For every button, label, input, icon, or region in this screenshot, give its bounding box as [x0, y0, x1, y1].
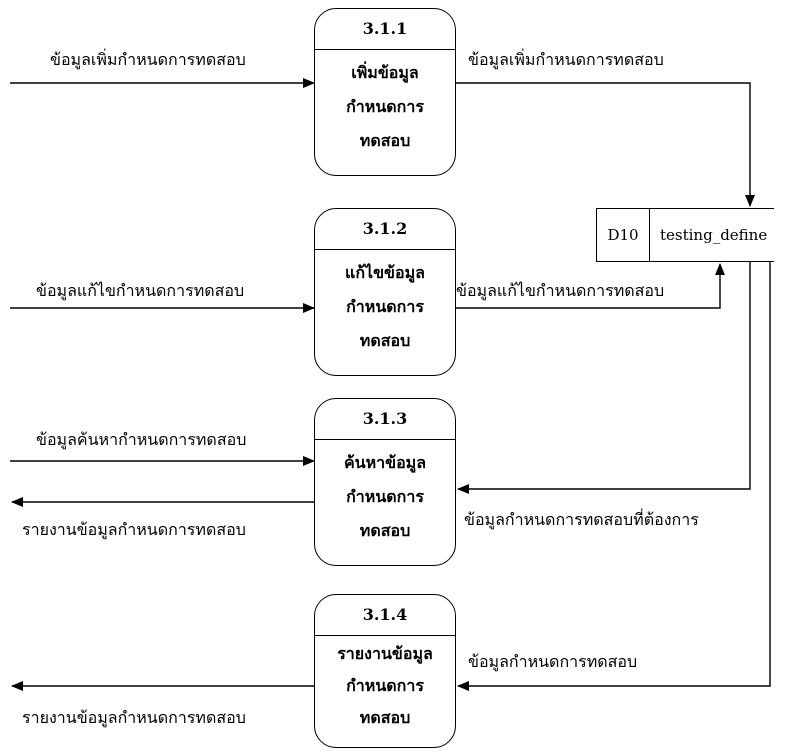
flow-label-search-from-store: ข้อมูลกำหนดการทดสอบที่ต้องการ — [464, 510, 699, 529]
flow-label-add-in: ข้อมูลเพิ่มกำหนดการทดสอบ — [50, 50, 246, 69]
flow-label-edit-out: ข้อมูลแก้ไขกำหนดการทดสอบ — [456, 281, 665, 300]
process-3-1-4: 3.1.4 รายงานข้อมูล กำหนดการ ทดสอบ — [314, 594, 456, 748]
process-id: 3.1.3 — [315, 399, 455, 440]
process-id: 3.1.1 — [315, 9, 455, 50]
flow-edit-out-line — [456, 263, 725, 309]
process-id: 3.1.2 — [315, 209, 455, 250]
flow-report-from-store-line — [457, 262, 771, 691]
process-name: ค้นหาข้อมูล กำหนดการ ทดสอบ — [343, 453, 427, 540]
flow-label-search-in: ข้อมูลค้นหากำหนดการทดสอบ — [36, 430, 247, 449]
process-3-1-3: 3.1.3 ค้นหาข้อมูล กำหนดการ ทดสอบ — [314, 398, 456, 566]
datastore-d10: D10 testing_define — [596, 208, 774, 262]
process-id: 3.1.4 — [315, 595, 455, 636]
flow-label-report-out: รายงานข้อมูลกำหนดการทดสอบ — [22, 708, 246, 727]
flow-label-search-report: รายงานข้อมูลกำหนดการทดสอบ — [22, 520, 246, 539]
process-name: แก้ไขข้อมูล กำหนดการ ทดสอบ — [345, 263, 425, 350]
process-3-1-2: 3.1.2 แก้ไขข้อมูล กำหนดการ ทดสอบ — [314, 208, 456, 376]
flow-search-from-store-line — [457, 262, 751, 494]
flow-label-report-from-store: ข้อมูลกำหนดการทดสอบ — [468, 652, 638, 671]
flow-label-add-out: ข้อมูลเพิ่มกำหนดการทดสอบ — [468, 50, 664, 69]
flow-add-out-line — [456, 82, 755, 207]
flow-label-edit-in: ข้อมูลแก้ไขกำหนดการทดสอบ — [36, 281, 245, 300]
process-name: เพิ่มข้อมูล กำหนดการ ทดสอบ — [346, 63, 424, 150]
process-3-1-1: 3.1.1 เพิ่มข้อมูล กำหนดการ ทดสอบ — [314, 8, 456, 176]
datastore-name: testing_define — [660, 226, 768, 244]
process-name: รายงานข้อมูล กำหนดการ ทดสอบ — [337, 644, 433, 727]
datastore-id: D10 — [597, 209, 650, 261]
